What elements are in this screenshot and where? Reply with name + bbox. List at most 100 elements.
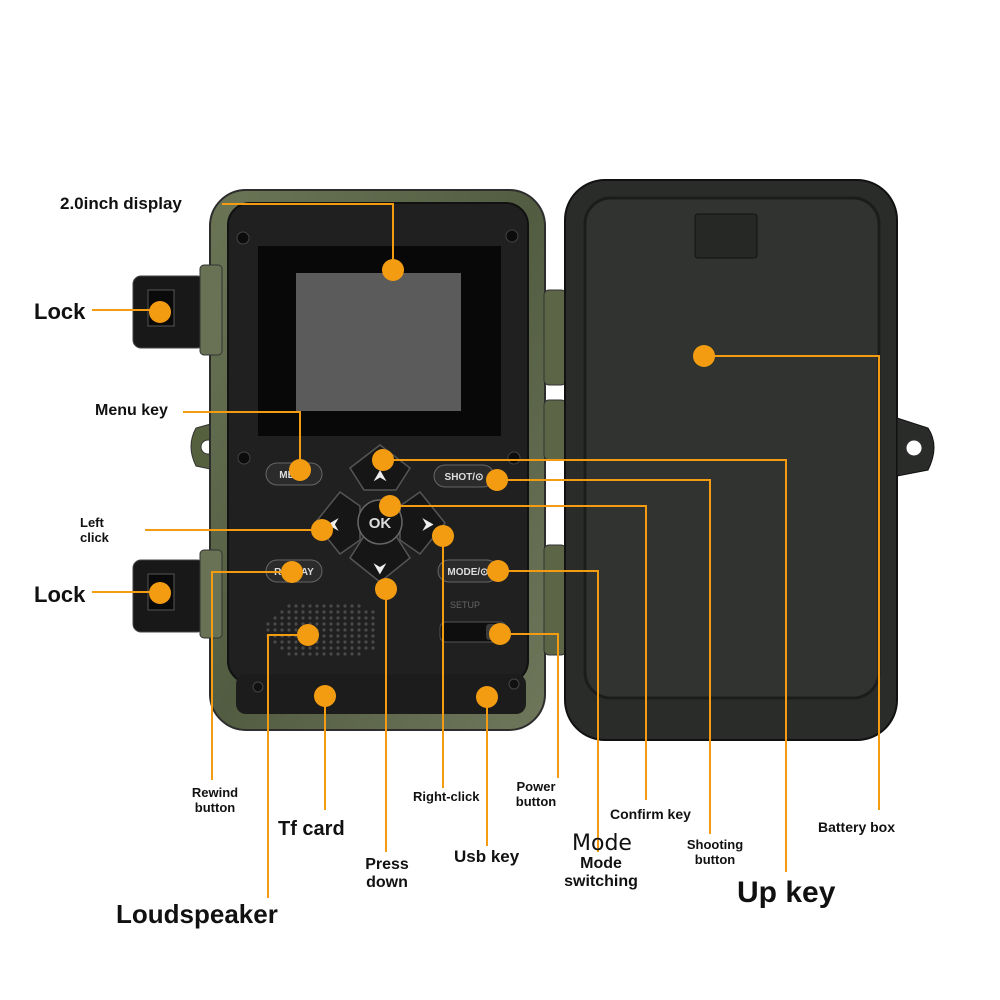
label-confirm-key: Confirm key [610,806,691,822]
label-tf-card: Tf card [278,818,345,840]
screw [236,231,250,245]
leader-battery-box [704,355,880,810]
speaker-hole [308,604,312,608]
speaker-hole [371,634,375,638]
speaker-hole [294,604,298,608]
speaker-hole [357,640,361,644]
display-screen[interactable] [296,273,461,411]
speaker-hole [273,628,277,632]
hinge-mid [543,399,567,461]
speaker-hole [371,616,375,620]
speaker-hole [287,610,291,614]
leader-tf-card-dot [314,685,336,707]
speaker-hole [371,610,375,614]
speaker-hole [266,622,270,626]
speaker-hole [357,604,361,608]
speaker-hole [329,604,333,608]
speaker-hole [301,604,305,608]
label-power: Power button [511,779,561,810]
leader-lines [92,203,880,898]
leader-menu-key [183,411,301,470]
leader-press-down-dot [375,578,397,600]
speaker-hole [294,628,298,632]
label-usb-key: Usb key [454,847,520,866]
speaker-hole [371,640,375,644]
speaker-hole [308,652,312,656]
speaker-hole [287,604,291,608]
label-rewind-line1: Rewind [191,785,239,800]
speaker-hole [315,604,319,608]
battery-compartment[interactable] [583,196,881,700]
speaker-hole [357,622,361,626]
speaker-hole [350,616,354,620]
speaker-hole [315,610,319,614]
label-power-line1: Power [516,779,556,794]
leader-up-key [383,459,787,872]
leader-lock-top-dot [149,301,171,323]
speaker-hole [364,616,368,620]
speaker-hole [280,610,284,614]
speaker-hole [329,616,333,620]
speaker-hole [364,622,368,626]
bottom-base [236,674,526,714]
speaker-hole [336,610,340,614]
shot-button-label: SHOT/⊙ [445,472,484,483]
speaker-hole [350,604,354,608]
speaker-hole [287,640,291,644]
speaker-hole [329,634,333,638]
speaker-hole [287,646,291,650]
label-rewind-line2: button [194,799,236,815]
speaker-hole [322,646,326,650]
leader-loudspeaker-dot [297,624,319,646]
leader-confirm-key [390,505,647,800]
leader-power [500,633,559,778]
speaker-hole [350,646,354,650]
speaker-hole [364,646,368,650]
speaker-hole [329,640,333,644]
leader-up-key-dot [372,449,394,471]
leader-lock-bottom-dot [149,582,171,604]
leader-shooting [497,479,711,834]
speaker-hole [357,652,361,656]
speaker-hole [294,610,298,614]
screw [505,229,519,243]
label-rewind: Rewind button [187,785,243,816]
speaker-hole [294,622,298,626]
speaker-hole [350,652,354,656]
speaker-hole [343,622,347,626]
speaker-hole [336,616,340,620]
down-arrow-icon: ⮟ [373,559,387,578]
speaker-hole [350,640,354,644]
speaker-hole [350,622,354,626]
leader-loudspeaker [267,634,308,898]
speaker-hole [294,646,298,650]
label-right-click: Right-click [413,789,480,804]
speaker-hole [371,622,375,626]
speaker-hole [308,616,312,620]
leader-rewind [211,571,292,780]
speaker-hole [308,610,312,614]
down-key[interactable] [349,535,411,583]
label-lock-bottom: Lock [34,582,86,607]
leader-left-click-dot [311,519,333,541]
leader-power-dot [489,623,511,645]
speaker-hole [322,652,326,656]
label-battery-box: Battery box [818,819,896,835]
label-mode-large: Mode [572,831,632,856]
speaker-hole [343,646,347,650]
speaker-hole [273,640,277,644]
speaker-hole [371,628,375,632]
speaker-hole [294,652,298,656]
speaker-hole [301,610,305,614]
speaker-hole [343,610,347,614]
speaker-hole [301,652,305,656]
speaker-hole [315,622,319,626]
leader-mode [498,570,599,852]
speaker-hole [308,646,312,650]
leader-display-dot [382,259,404,281]
leader-confirm-key-dot [379,495,401,517]
lock-latch-bottom[interactable] [132,549,223,639]
speaker-hole [329,628,333,632]
label-mode-switching: Mode switching [560,855,642,892]
